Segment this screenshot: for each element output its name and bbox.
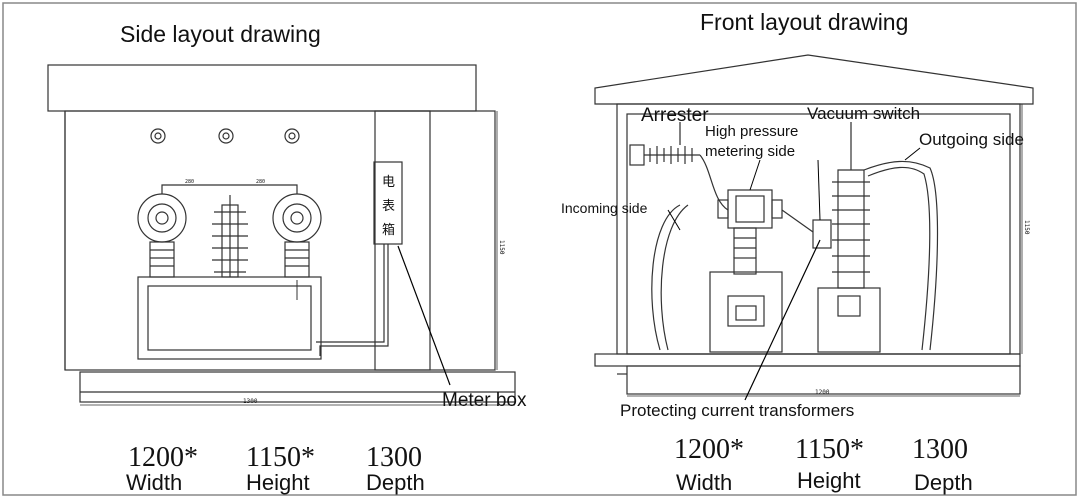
bolt-icons [150, 128, 300, 144]
svg-text:Height: Height [246, 470, 310, 495]
protecting-ct-label: Protecting current transformers [620, 401, 854, 420]
side-meter-column [374, 110, 431, 371]
left-bushing [137, 193, 187, 278]
side-title: Side layout drawing [120, 21, 321, 47]
side-base [79, 371, 516, 403]
transformer-tank [137, 276, 322, 360]
front-roof [594, 54, 1034, 105]
svg-text:电: 电 [382, 174, 395, 189]
hp-metering-label-2: metering side [705, 143, 795, 160]
center-insulator [212, 195, 248, 278]
front-title: Front layout drawing [700, 9, 908, 35]
svg-text:1150: 1150 [1023, 220, 1030, 235]
svg-text:Width: Width [126, 470, 182, 495]
svg-text:Depth: Depth [366, 470, 425, 495]
svg-text:280: 280 [256, 179, 265, 185]
svg-text:Height: Height [797, 468, 861, 493]
hp-metering-label-1: High pressure [705, 123, 798, 140]
metering-transformer [709, 189, 783, 353]
svg-text:1300: 1300 [243, 398, 258, 405]
meter-box-leader [397, 245, 451, 386]
svg-text:1300: 1300 [912, 434, 968, 465]
svg-text:1150*: 1150* [795, 434, 864, 465]
incoming-side-label: Incoming side [561, 200, 648, 216]
svg-text:280: 280 [185, 179, 194, 185]
front-labels: Arrester High pressure metering side Vac… [561, 104, 1024, 420]
front-floor [594, 353, 1021, 367]
side-roof [47, 64, 477, 112]
bus-bar [161, 184, 298, 194]
vacuum-switch-label: Vacuum switch [807, 104, 920, 123]
svg-text:Width: Width [676, 470, 732, 495]
front-layout-drawing: Front layout drawing [561, 9, 1034, 495]
meter-box-label: Meter box [442, 390, 527, 411]
svg-text:Depth: Depth [914, 470, 973, 495]
svg-text:1150: 1150 [498, 240, 505, 255]
side-dimensions: 1200* Width 1150* Height 1300 Depth [126, 442, 425, 495]
outgoing-cable [863, 160, 939, 351]
svg-text:1200: 1200 [815, 389, 830, 396]
arrester-label: Arrester [641, 105, 709, 126]
svg-text:表: 表 [382, 198, 395, 213]
front-base [626, 365, 1021, 395]
svg-text:1150*: 1150* [246, 442, 315, 473]
side-layout-drawing: Side layout drawing [47, 21, 527, 495]
incoming-cable [651, 204, 681, 351]
svg-text:1200*: 1200* [674, 434, 744, 465]
meter-conduit [319, 244, 389, 356]
front-dimensions: 1200* Width 1150* Height 1300 Depth [674, 434, 973, 495]
vacuum-switch [817, 150, 881, 353]
svg-text:1300: 1300 [366, 442, 422, 473]
svg-text:箱: 箱 [382, 222, 395, 237]
arrester-icon [629, 144, 700, 166]
outgoing-side-label: Outgoing side [919, 130, 1024, 149]
right-bushing [272, 193, 322, 278]
svg-text:1200*: 1200* [128, 442, 198, 473]
protective-ct [812, 219, 832, 249]
